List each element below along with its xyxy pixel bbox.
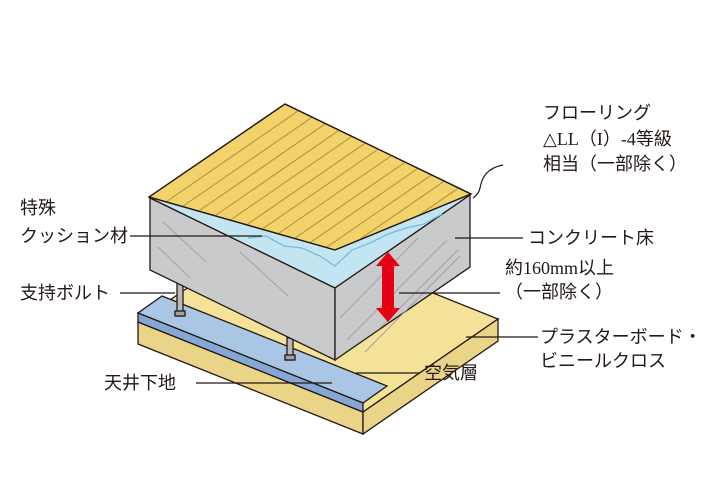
label-concrete: コンクリート床 (528, 228, 654, 248)
cushion-zigzag (247, 213, 443, 267)
support-bolt-right (284, 337, 296, 361)
label-flooring-line2: △LL（I）-4等級 (543, 129, 672, 149)
support-bolt-left (174, 282, 186, 317)
concrete-hatch-left (157, 221, 289, 297)
concrete-hatch-right (339, 237, 461, 353)
label-cushion-line1: 特殊 (20, 198, 56, 218)
label-plasterboard-line1: プラスターボード・ (540, 327, 702, 347)
ceiling-base-edge (137, 312, 364, 413)
leader-flooring (472, 164, 504, 199)
label-cushion-line2: クッション材 (20, 226, 128, 246)
thickness-arrow (376, 252, 400, 322)
label-ceiling-base: 天井下地 (104, 373, 176, 393)
plasterboard-right-edge (362, 317, 499, 436)
label-thickness-line2: （一部除く） (505, 282, 613, 302)
label-flooring-line3: 相当（一部除く） (543, 154, 687, 174)
label-flooring-line1: フローリング (543, 103, 651, 123)
label-thickness-line1: 約160mm以上 (505, 258, 614, 278)
label-plasterboard-line2: ビニールクロス (540, 351, 666, 371)
label-support-bolt: 支持ボルト (20, 283, 110, 303)
leader-lines (120, 164, 538, 384)
flooring-outline (147, 103, 473, 251)
label-air-layer: 空気層 (424, 363, 478, 383)
